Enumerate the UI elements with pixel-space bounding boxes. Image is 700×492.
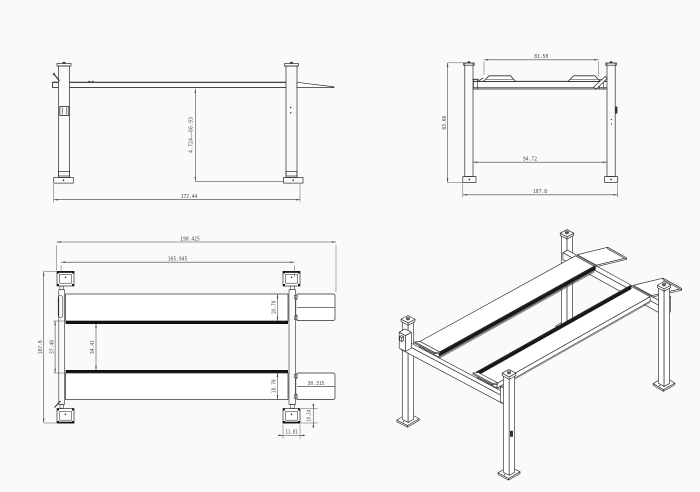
cross-beam-right <box>288 285 296 409</box>
base-plate-left <box>462 176 477 183</box>
column-right <box>284 61 299 178</box>
safety-release-handle <box>54 400 61 408</box>
dim-lift-height-range: 4.724——66.93 <box>188 117 194 153</box>
front-view: 81.50 83.66 94.72 107.8 <box>442 54 619 198</box>
base-plate-right <box>283 177 304 184</box>
lock-box <box>59 106 292 116</box>
dim-wheelbase-length: 172.44 <box>181 194 198 200</box>
dim-rail-spacing-inner: 34.41 <box>90 340 96 354</box>
hydraulic-cylinder <box>57 295 64 318</box>
column-front-right <box>652 281 676 392</box>
wheel-trays <box>483 75 601 82</box>
power-unit-detail <box>610 106 618 125</box>
dim-overall-length: 198.425 <box>180 236 200 242</box>
dim-column-height: 83.66 <box>442 116 448 130</box>
column-front-left <box>56 408 75 424</box>
column-rear-left <box>56 271 75 287</box>
dim-baseplate-width: 11.81 <box>286 429 298 435</box>
column-front-left <box>497 369 521 481</box>
dim-inside-length: 165.945 <box>168 257 188 263</box>
runway-bottom <box>65 370 289 400</box>
side-view: 4.724——66.93 172.44 <box>52 61 335 203</box>
approach-ramp-bottom <box>293 372 336 400</box>
plan-view: 198.425 165.945 107.8 37.40 34.41 18.70 … <box>38 236 337 439</box>
side-view-dimensions: 4.724——66.93 172.44 <box>53 88 301 203</box>
approach-ramp-top <box>293 293 336 321</box>
dim-runway-width-bottom: 18.70 <box>272 379 278 393</box>
base-plate-left <box>53 177 74 184</box>
column-left <box>56 61 72 178</box>
front-view-dimensions: 81.50 83.66 94.72 107.8 <box>442 54 618 198</box>
base-plate-right <box>604 176 619 183</box>
safety-release-handle <box>52 72 60 82</box>
runway-rear <box>414 255 596 359</box>
column-front-right <box>282 408 301 424</box>
dim-runway-width-top: 18.70 <box>272 301 278 315</box>
dim-inside-width: 94.72 <box>523 157 537 163</box>
cross-beam-left <box>58 285 65 409</box>
plan-view-dimensions: 198.425 165.945 107.8 37.40 34.41 18.70 … <box>38 236 337 439</box>
column-left <box>463 61 475 177</box>
dim-tread-width: 81.50 <box>534 54 548 60</box>
isometric-view <box>396 229 682 481</box>
dim-overall-width-plan: 107.8 <box>38 340 44 354</box>
approach-ramp <box>296 81 335 88</box>
dim-rail-spacing-outer: 37.40 <box>49 340 55 354</box>
runway-platform <box>52 80 286 89</box>
approach-ramp-rear <box>576 247 627 267</box>
dim-ramp-length: 30.315 <box>308 381 325 387</box>
dim-baseplate-depth: 10.24 <box>306 410 312 422</box>
runway-top <box>65 293 289 324</box>
column-rear-right <box>282 271 301 287</box>
runway-front <box>472 285 651 390</box>
dim-overall-width: 107.8 <box>533 189 547 195</box>
